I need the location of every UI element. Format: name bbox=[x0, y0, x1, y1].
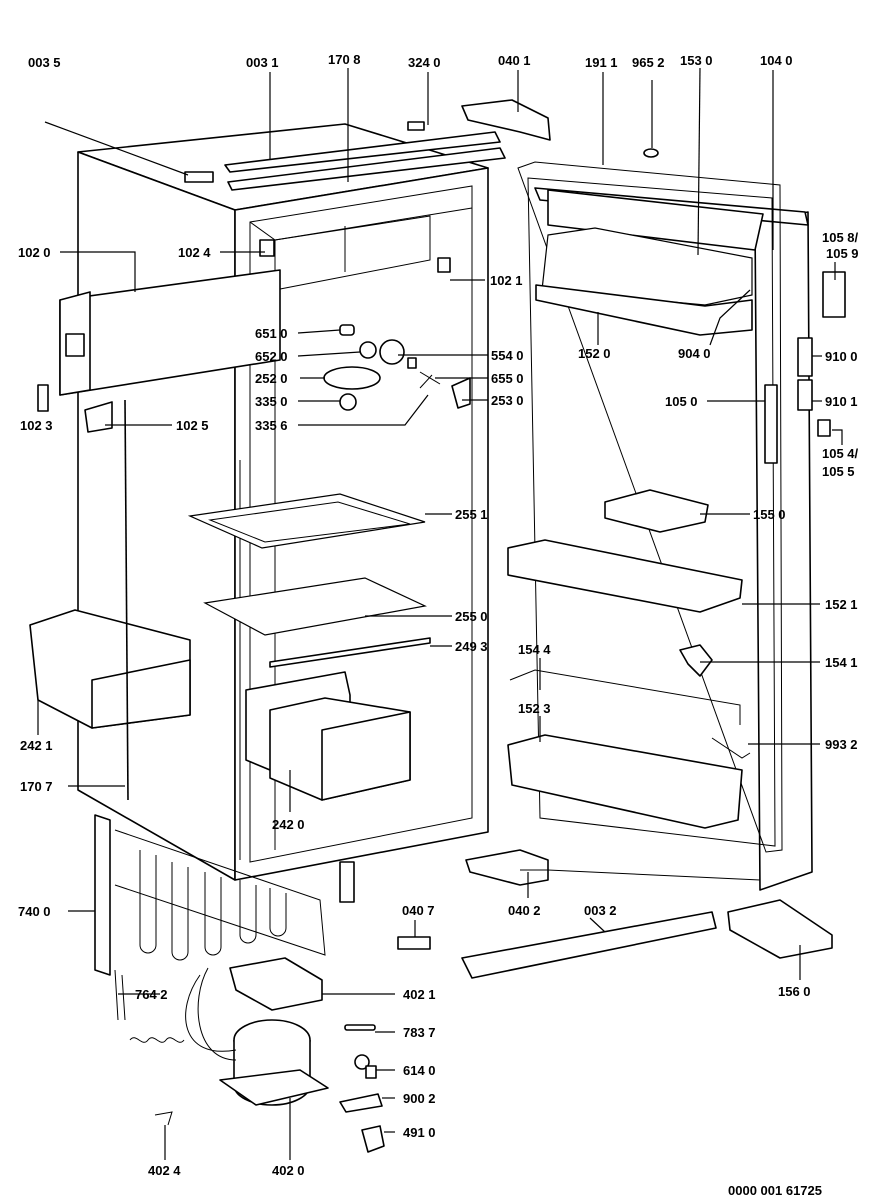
freezer-door bbox=[59, 239, 451, 396]
label-6550: 655 0 bbox=[491, 371, 524, 386]
label-1024: 102 4 bbox=[178, 245, 211, 260]
label-1020: 102 0 bbox=[18, 245, 51, 260]
condenser bbox=[94, 814, 355, 976]
shelves bbox=[187, 493, 431, 668]
label-9100: 910 0 bbox=[825, 349, 858, 364]
label-9652: 965 2 bbox=[632, 55, 665, 70]
label-1055: 105 5 bbox=[822, 464, 855, 479]
label-3240: 324 0 bbox=[408, 55, 441, 70]
label-7400: 740 0 bbox=[18, 904, 51, 919]
bottom-parts bbox=[461, 899, 833, 979]
label-1707: 170 7 bbox=[20, 779, 53, 794]
label-1040: 104 0 bbox=[760, 53, 793, 68]
label-2493: 249 3 bbox=[455, 639, 488, 654]
label-1521: 152 1 bbox=[825, 597, 858, 612]
label-3356: 335 6 bbox=[255, 418, 288, 433]
label-4910: 491 0 bbox=[403, 1125, 436, 1140]
label-9002: 900 2 bbox=[403, 1091, 436, 1106]
label-1520: 152 0 bbox=[578, 346, 611, 361]
label-1541: 154 1 bbox=[825, 655, 858, 670]
label-0402: 040 2 bbox=[508, 903, 541, 918]
label-1708: 170 8 bbox=[328, 52, 361, 67]
label-4024: 402 4 bbox=[148, 1163, 181, 1178]
label-0407: 040 7 bbox=[402, 903, 435, 918]
label-0401: 040 1 bbox=[498, 53, 531, 68]
label-4020: 402 0 bbox=[272, 1163, 305, 1178]
label-9932: 993 2 bbox=[825, 737, 858, 752]
label-1021: 102 1 bbox=[490, 273, 523, 288]
label-2520: 252 0 bbox=[255, 371, 288, 386]
label-1023: 102 3 bbox=[20, 418, 53, 433]
label-2420: 242 0 bbox=[272, 817, 305, 832]
label-7837: 783 7 bbox=[403, 1025, 436, 1040]
label-6510: 651 0 bbox=[255, 326, 288, 341]
part-number-labels: 003 5 003 1 170 8 324 0 040 1 191 1 965 … bbox=[18, 52, 859, 1198]
label-1050: 105 0 bbox=[665, 394, 698, 409]
label-0035: 003 5 bbox=[28, 55, 61, 70]
label-1025: 102 5 bbox=[176, 418, 209, 433]
label-4021: 402 1 bbox=[403, 987, 436, 1002]
label-5540: 554 0 bbox=[491, 348, 524, 363]
label-0031: 003 1 bbox=[246, 55, 279, 70]
label-1911: 191 1 bbox=[585, 55, 618, 70]
label-2421: 242 1 bbox=[20, 738, 53, 753]
label-0032: 003 2 bbox=[584, 903, 617, 918]
label-1054: 105 4/ bbox=[822, 446, 859, 461]
label-1530: 153 0 bbox=[680, 53, 713, 68]
top-trim-parts bbox=[184, 121, 506, 191]
label-6140: 614 0 bbox=[403, 1063, 436, 1078]
label-6520: 652 0 bbox=[255, 349, 288, 364]
label-9101: 910 1 bbox=[825, 394, 858, 409]
crisper-drawers bbox=[29, 609, 411, 801]
label-2551: 255 1 bbox=[455, 507, 488, 522]
leader-lines bbox=[37, 67, 843, 1160]
label-1550: 155 0 bbox=[753, 507, 786, 522]
label-3350: 335 0 bbox=[255, 394, 288, 409]
label-9040: 904 0 bbox=[678, 346, 711, 361]
refrigerator-door bbox=[507, 148, 846, 891]
drawing-number: 0000 001 61725 bbox=[728, 1183, 822, 1198]
label-2550: 255 0 bbox=[455, 609, 488, 624]
label-7642: 764 2 bbox=[135, 987, 168, 1002]
label-2530: 253 0 bbox=[491, 393, 524, 408]
label-1523: 152 3 bbox=[518, 701, 551, 716]
label-1560: 156 0 bbox=[778, 984, 811, 999]
small-parts bbox=[154, 936, 431, 1153]
label-1058: 105 8/ bbox=[822, 230, 859, 245]
label-1544: 154 4 bbox=[518, 642, 551, 657]
compressor-group bbox=[114, 957, 329, 1106]
label-1059: 105 9 bbox=[826, 246, 859, 261]
